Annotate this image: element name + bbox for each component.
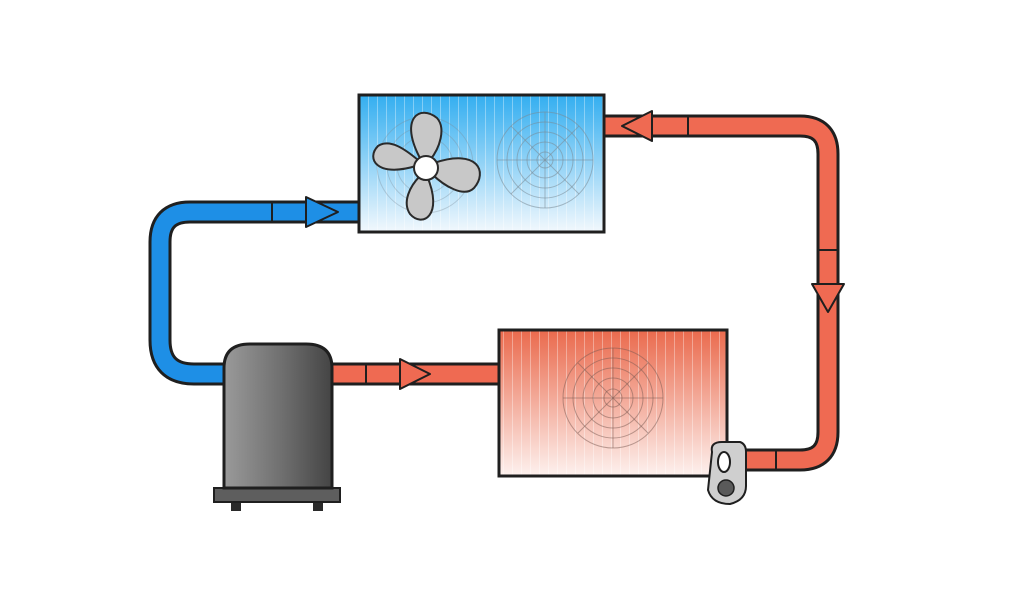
hot-flow-arrow-3	[811, 283, 845, 313]
cold-coil	[357, 93, 606, 234]
fan-icon	[372, 111, 481, 221]
hot-flow-arrow-2	[621, 110, 653, 142]
cold-coil-fan-guard-icon	[496, 111, 594, 209]
cold-pipe	[148, 200, 358, 386]
hot-coil	[497, 328, 729, 478]
hot-flow-arrow-1	[399, 358, 431, 390]
cold-flow-arrow	[305, 196, 339, 228]
compressor-icon	[213, 342, 341, 511]
hot-coil-fan-guard-icon	[562, 347, 664, 449]
expansion-valve-icon	[706, 441, 747, 506]
